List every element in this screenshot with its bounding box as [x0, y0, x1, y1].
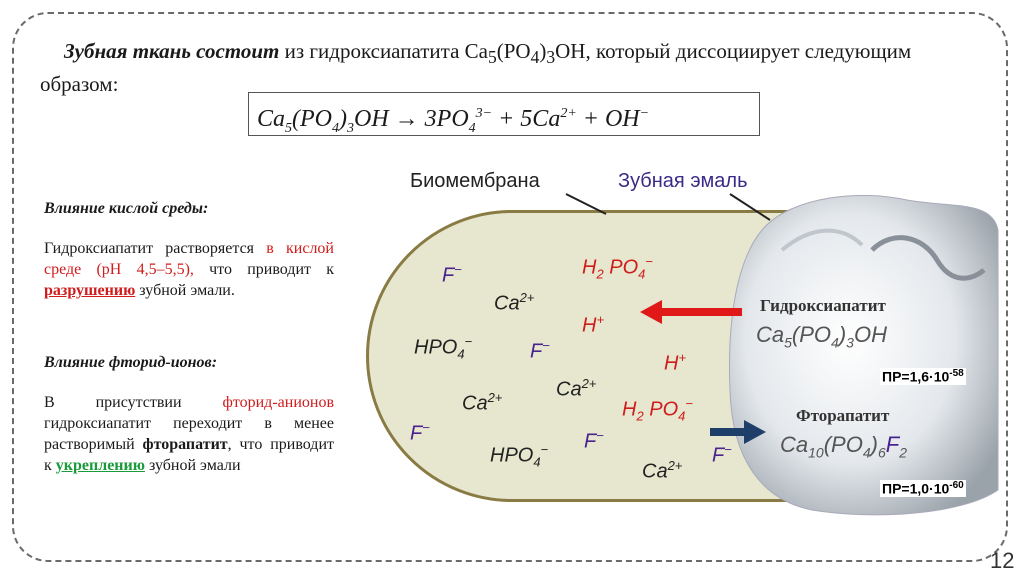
ion-ca: Ca2+ [642, 458, 683, 483]
fluoride-paragraph: В присутствии фторид-анионов гидроксиапа… [44, 394, 334, 474]
fluoride-heading: Влияние фторид-ионов: [44, 354, 218, 371]
acid-paragraph: Гидроксиапатит растворяется в кислой сре… [44, 240, 334, 299]
acid-section: Влияние кислой среды: Гидроксиапатит рас… [44, 198, 334, 301]
ion-h2po4: H2 PO4− [582, 254, 653, 282]
dissolution-arrow [640, 300, 742, 324]
pr-hydroxyapatite: ПР=1,6·10-58 [880, 368, 966, 385]
ion-f: F− [712, 442, 732, 467]
fluorapatite-label: Фторапатит [796, 406, 890, 425]
ion-f: F− [442, 262, 462, 287]
ion-hpo4: HPO4− [414, 334, 473, 362]
intro-text: Зубная ткань состоит из гидроксиапатита … [40, 39, 912, 97]
fluoride-section: Влияние фторид-ионов: В присутствии фтор… [44, 352, 334, 476]
intro-lead: Зубная ткань состоит [64, 39, 280, 63]
acid-heading: Влияние кислой среды: [44, 200, 209, 217]
ion-f: F− [530, 338, 550, 363]
biomembrane-label: Биомембрана [410, 170, 540, 192]
ion-ca: Ca2+ [556, 376, 597, 401]
ion-h: H+ [582, 312, 605, 337]
ion-h: H+ [664, 350, 687, 375]
ion-hpo4: HPO4− [490, 442, 549, 470]
ion-f: F− [410, 420, 430, 445]
ion-h2po4: H2 PO4− [622, 396, 693, 424]
ion-ca: Ca2+ [462, 390, 503, 415]
intro-rest: , который диссоциирует следующим образом… [40, 39, 912, 97]
enamel-label: Зубная эмаль [618, 170, 748, 192]
tooth-enamel-image [729, 194, 999, 516]
page-number: 12 [990, 548, 1015, 573]
dissociation-equation: Ca5(PO4)3OH → 3PO43− + 5Ca2+ + OH− [248, 92, 760, 136]
hydroxyapatite-formula: Ca5(PO4)3OH [756, 322, 887, 351]
slide-frame [12, 12, 1008, 562]
pr-fluorapatite: ПР=1,0·10-60 [880, 480, 966, 497]
ion-ca: Ca2+ [494, 290, 535, 315]
fluorapatite-formula: Ca10(PO4)6F2 [780, 432, 907, 461]
intro-text-part: из гидроксиапатита Ca [279, 39, 488, 63]
hydroxyapatite-label: Гидроксиапатит [760, 296, 886, 315]
strengthening-arrow [710, 420, 766, 444]
ion-f: F− [584, 428, 604, 453]
